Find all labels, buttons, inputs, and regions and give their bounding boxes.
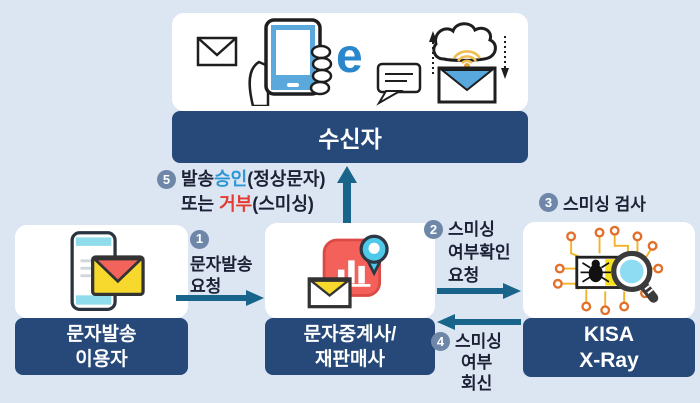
arrow-up-relay-to-receiver: [337, 166, 357, 226]
kisa-label-bar: KISA X-Ray: [523, 318, 695, 377]
step4-badge: 4: [431, 332, 450, 351]
step3-badge: 3: [539, 193, 558, 212]
relay-label-line2: 재판매사: [315, 348, 385, 370]
speech-bubble-icon: [376, 62, 422, 106]
phone-in-hand-icon: [248, 18, 333, 106]
step1-badge: 1: [190, 229, 209, 249]
step2-line3: 요청: [448, 266, 480, 285]
step3-text: 스미싱 검사: [563, 195, 646, 214]
step2-badge: 2: [424, 220, 443, 239]
step4-line1: 스미싱: [455, 332, 502, 351]
reject-text: 거부: [219, 194, 253, 214]
step1-line1: 문자발송: [190, 254, 253, 274]
kisa-label-line2: X-Ray: [579, 348, 639, 372]
step5-line2: 또는 거부(스미싱): [181, 194, 314, 214]
step2-label: 2 스미싱 여부확인 요청: [424, 218, 511, 287]
message-relay-app-icon: [307, 234, 389, 308]
receiver-label-bar: 수신자: [172, 111, 528, 163]
step4-line3: 회신: [461, 374, 493, 393]
step4-line2: 여부: [461, 353, 493, 372]
e-browser-icon: e: [336, 30, 363, 83]
arrow-kisa-to-relay: [437, 314, 521, 330]
receiver-label: 수신자: [318, 126, 382, 152]
sender-label-line1: 문자발송: [66, 323, 137, 345]
kisa-panel: [523, 222, 695, 318]
step5-line1: 발송승인(정상문자): [181, 169, 326, 189]
step4-label: 4 스미싱 여부 회신: [431, 331, 502, 394]
relay-panel: [265, 223, 435, 318]
cloud-wifi-download-mail-icon: [429, 22, 509, 104]
receiver-devices-illustration: e: [196, 18, 509, 106]
receiver-panel: e: [172, 13, 528, 111]
relay-label-line1: 문자중계사/: [303, 323, 397, 345]
phone-send-message-icon: [70, 230, 145, 311]
envelope-icon: [196, 36, 238, 67]
relay-label-bar: 문자중계사/ 재판매사: [265, 318, 435, 375]
step1-line2: 요청: [190, 276, 222, 296]
step1-label: 1 문자발송 요청: [190, 227, 253, 298]
sender-panel: [15, 225, 188, 318]
arrow-sender-to-relay: [176, 290, 264, 306]
step2-line2: 여부확인: [448, 243, 511, 262]
arrow-relay-to-kisa: [437, 283, 521, 299]
sender-label-line2: 이용자: [75, 348, 128, 370]
step5-badge: 5: [157, 170, 176, 189]
bug-icon: [580, 259, 611, 283]
sender-label-bar: 문자발송 이용자: [15, 318, 188, 375]
step2-line1: 스미싱: [448, 220, 495, 239]
approve-text: 승인: [214, 169, 248, 189]
kisa-label-line1: KISA: [583, 322, 635, 346]
magnifier-icon: [611, 250, 659, 303]
step5-label: 5 발송승인(정상문자) 또는 거부(스미싱): [157, 167, 325, 217]
malware-scan-magnifier-icon: [552, 225, 664, 315]
step3-label: 3 스미싱 검사: [539, 190, 646, 215]
